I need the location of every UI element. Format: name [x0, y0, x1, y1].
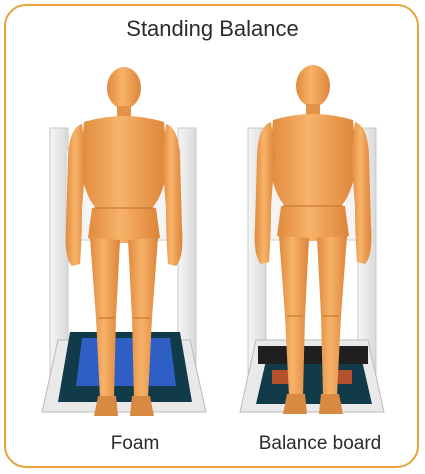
label-balance-board: Balance board	[220, 433, 420, 455]
label-foam: Foam	[60, 433, 210, 455]
foam-pad	[58, 332, 192, 402]
